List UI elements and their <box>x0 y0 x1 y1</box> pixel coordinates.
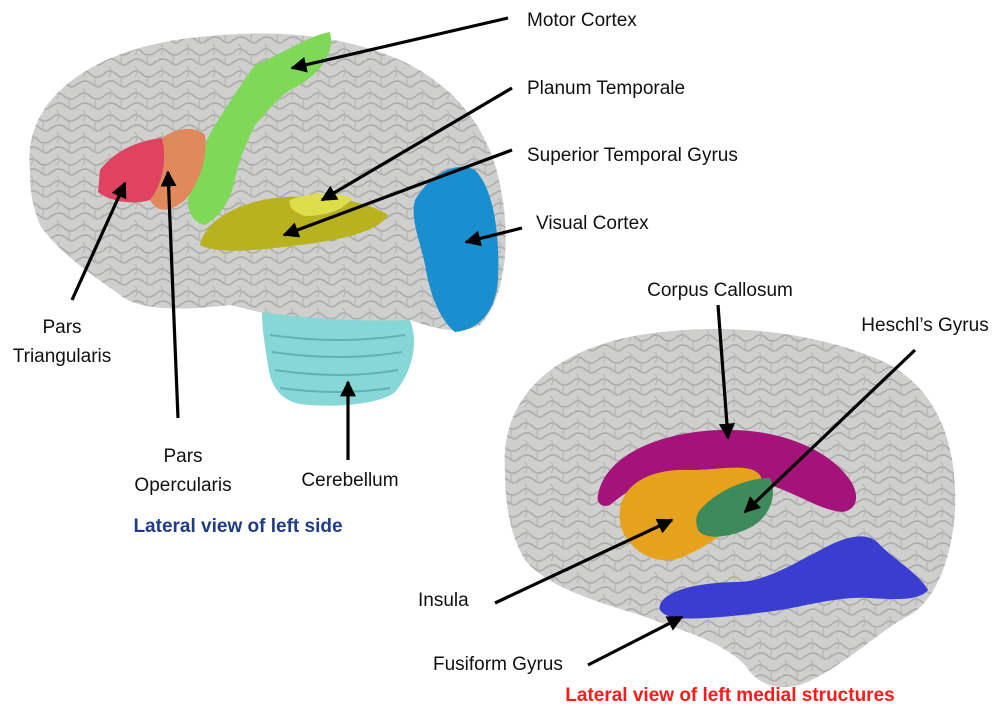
label-pars-opercularis-line1: Pars <box>163 446 202 467</box>
label-heschls-gyrus: Heschl’s Gyrus <box>861 315 988 336</box>
label-pars-opercularis-line2: Opercularis <box>134 475 231 496</box>
label-insula: Insula <box>418 590 469 611</box>
arrow-fusiform-gyrus <box>588 617 682 665</box>
label-corpus-callosum: Corpus Callosum <box>647 280 793 301</box>
caption-lateral-left: Lateral view of left side <box>133 516 342 537</box>
label-pars-triangularis-line2: Triangularis <box>13 346 112 367</box>
caption-lateral-medial: Lateral view of left medial structures <box>565 685 894 706</box>
label-visual-cortex: Visual Cortex <box>536 213 649 234</box>
label-cerebellum: Cerebellum <box>301 470 398 491</box>
label-motor-cortex: Motor Cortex <box>527 10 637 31</box>
label-fusiform-gyrus: Fusiform Gyrus <box>433 654 563 675</box>
right-brain-medial <box>505 329 956 687</box>
label-pars-triangularis-line1: Pars <box>42 317 81 338</box>
label-superior-temporal-gyrus: Superior Temporal Gyrus <box>527 145 738 166</box>
label-planum-temporale: Planum Temporale <box>527 78 685 99</box>
